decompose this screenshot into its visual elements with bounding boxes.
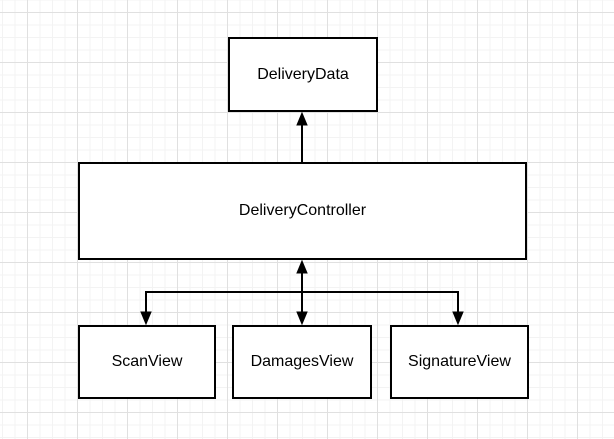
- arrowhead-down-icon: [452, 311, 464, 326]
- node-label: DeliveryController: [238, 202, 367, 219]
- node-delivery-controller[interactable]: DeliveryController: [78, 162, 527, 260]
- edge-controller-to-deliverydata[interactable]: [296, 111, 308, 162]
- edge-controller-to-signatureview[interactable]: [302, 291, 464, 326]
- node-label: DeliveryData: [257, 65, 349, 83]
- node-signature-view[interactable]: SignatureView: [390, 325, 529, 399]
- node-scan-view[interactable]: ScanView: [78, 325, 216, 399]
- arrowhead-down-icon: [140, 311, 152, 326]
- node-label: DamagesView: [250, 353, 354, 370]
- node-damages-view[interactable]: DamagesView: [232, 325, 372, 399]
- node-label: SignatureView: [408, 353, 511, 370]
- node-label: ScanView: [111, 353, 183, 370]
- edge-controller-to-scanview[interactable]: [140, 291, 302, 326]
- arrowhead-up-icon: [296, 259, 308, 274]
- arrowhead-down-icon: [296, 311, 308, 326]
- node-delivery-data[interactable]: DeliveryData: [228, 37, 378, 112]
- arrowhead-up-icon: [296, 111, 308, 126]
